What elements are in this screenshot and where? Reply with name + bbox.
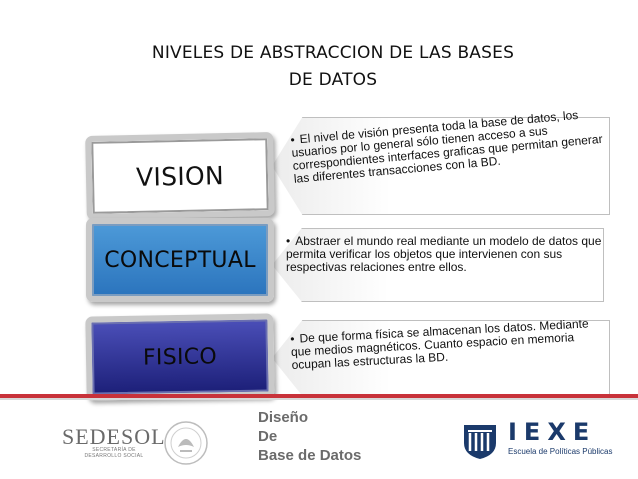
slide-title-line1: NIVELES DE ABSTRACCION DE LAS BASES	[151, 43, 515, 63]
slide-title-line2: DE DATOS	[288, 70, 378, 90]
footer-rule	[0, 394, 638, 398]
conceptual-description-panel	[272, 228, 604, 302]
conceptual-description: •Abstraer el mundo real mediante un mode…	[286, 235, 604, 274]
sedesol-subtitle: SECRETARÍA DE DESARROLLO SOCIAL	[70, 447, 158, 459]
course-title-line2: De	[258, 428, 278, 445]
iexe-emblem-icon	[464, 425, 496, 459]
iexe-logo-subtitle: Escuela de Políticas Públicas	[508, 447, 613, 456]
level-label-fisico: FISICO	[142, 343, 218, 371]
sedesol-subtitle-line2: DESARROLLO SOCIAL	[84, 453, 144, 459]
level-box-vision: VISION	[85, 132, 275, 220]
course-title-line3: Base de Datos	[258, 447, 362, 464]
iexe-logo-text: IEXE	[508, 418, 597, 446]
level-label-vision: VISION	[135, 160, 225, 192]
bullet-dot: •	[286, 234, 291, 248]
slide-title: NIVELES DE ABSTRACCION DE LAS BASES DE D…	[118, 40, 548, 94]
sedesol-logo: SEDESOL	[62, 424, 166, 449]
level-label-conceptual: CONCEPTUAL	[104, 247, 256, 273]
footer-rule-shadow	[0, 398, 638, 400]
mexico-seal-icon	[164, 421, 208, 465]
vision-description-panel	[272, 117, 610, 215]
course-title: Diseño De Base de Datos	[258, 408, 361, 465]
level-box-fisico: FISICO	[85, 313, 275, 401]
course-title-line1: Diseño	[258, 409, 309, 426]
level-box-conceptual: CONCEPTUAL	[86, 218, 274, 302]
conceptual-description-text: Abstraer el mundo real mediante un model…	[286, 234, 602, 274]
sedesol-subtitle-line1: SECRETARÍA DE	[92, 447, 136, 453]
